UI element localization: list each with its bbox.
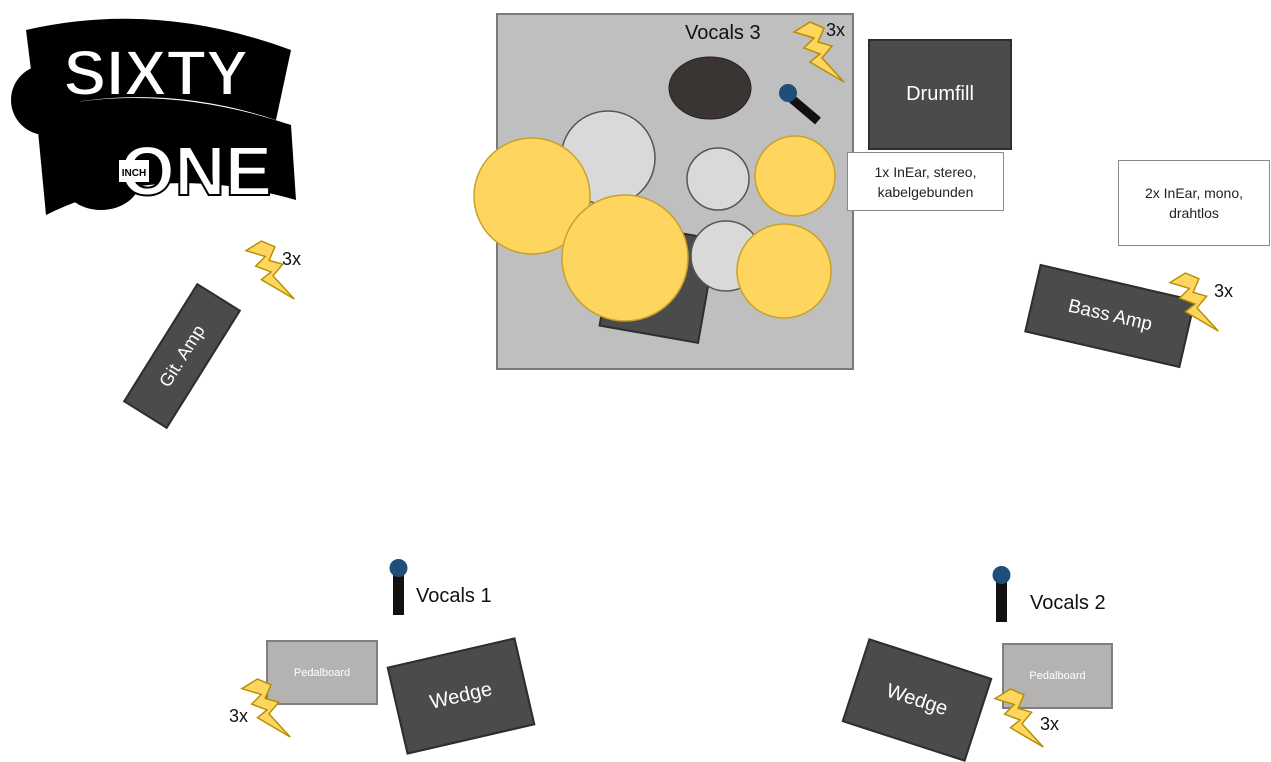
power-icon xyxy=(240,678,291,738)
drum-inear-text: 1x InEar, stereo, kabelgebunden xyxy=(874,163,977,200)
microphone-icon xyxy=(389,559,408,615)
microphone-icon xyxy=(992,566,1011,622)
tom-1 xyxy=(686,147,750,211)
svg-text:INCH: INCH xyxy=(122,168,146,179)
bass-inear-note: 2x InEar, mono, drahtlos xyxy=(1118,160,1270,246)
guitar-amp-label: Git. Amp xyxy=(154,321,209,391)
vocals-3-label: Vocals 3 xyxy=(685,22,761,44)
drumfill-monitor: Drumfill xyxy=(868,39,1012,150)
vocals-1-label: Vocals 1 xyxy=(416,585,492,607)
vocals-3-power-count: 3x xyxy=(826,20,846,40)
bass-power-count: 3x xyxy=(1214,281,1234,301)
pedalboard-left-label: Pedalboard xyxy=(293,666,351,679)
drumfill-label: Drumfill xyxy=(906,83,974,105)
band-logo: SIXTY ONE INCH xyxy=(6,10,298,215)
bass-inear-text: 2x InEar, mono, drahtlos xyxy=(1144,185,1244,221)
drum-inear-note: 1x InEar, stereo, kabelgebunden xyxy=(847,152,1004,211)
bass-amp-label: Bass Amp xyxy=(1066,295,1155,336)
svg-text:SIXTY: SIXTY xyxy=(64,37,249,109)
drum-kit xyxy=(473,56,836,345)
kick-drum xyxy=(668,56,752,120)
power-icon xyxy=(1168,272,1219,332)
cymbal-hihat xyxy=(736,223,832,319)
wedge-left: Wedge xyxy=(386,637,536,755)
cymbal-crash xyxy=(473,137,591,255)
cymbal-splash xyxy=(754,135,836,217)
microphone-icon xyxy=(779,84,821,125)
cymbal-ride xyxy=(561,194,689,322)
wedge-left-label: Wedge xyxy=(427,677,495,714)
pedalboard-left: Pedalboard xyxy=(266,640,378,705)
power-icon xyxy=(993,688,1044,748)
left-power-count: 3x xyxy=(229,706,249,726)
guitar-power-count: 3x xyxy=(282,249,302,269)
wedge-right-label: Wedge xyxy=(883,679,951,720)
logo-graphic: SIXTY ONE INCH xyxy=(11,18,296,215)
guitar-amp: Git. Amp xyxy=(122,282,242,430)
wedge-right: Wedge xyxy=(841,638,993,762)
power-icon xyxy=(792,21,845,83)
right-power-count: 3x xyxy=(1040,714,1060,734)
vocals-2-label: Vocals 2 xyxy=(1030,592,1106,614)
power-icon xyxy=(244,240,295,300)
pedalboard-right-label: Pedalboard xyxy=(1029,670,1086,682)
